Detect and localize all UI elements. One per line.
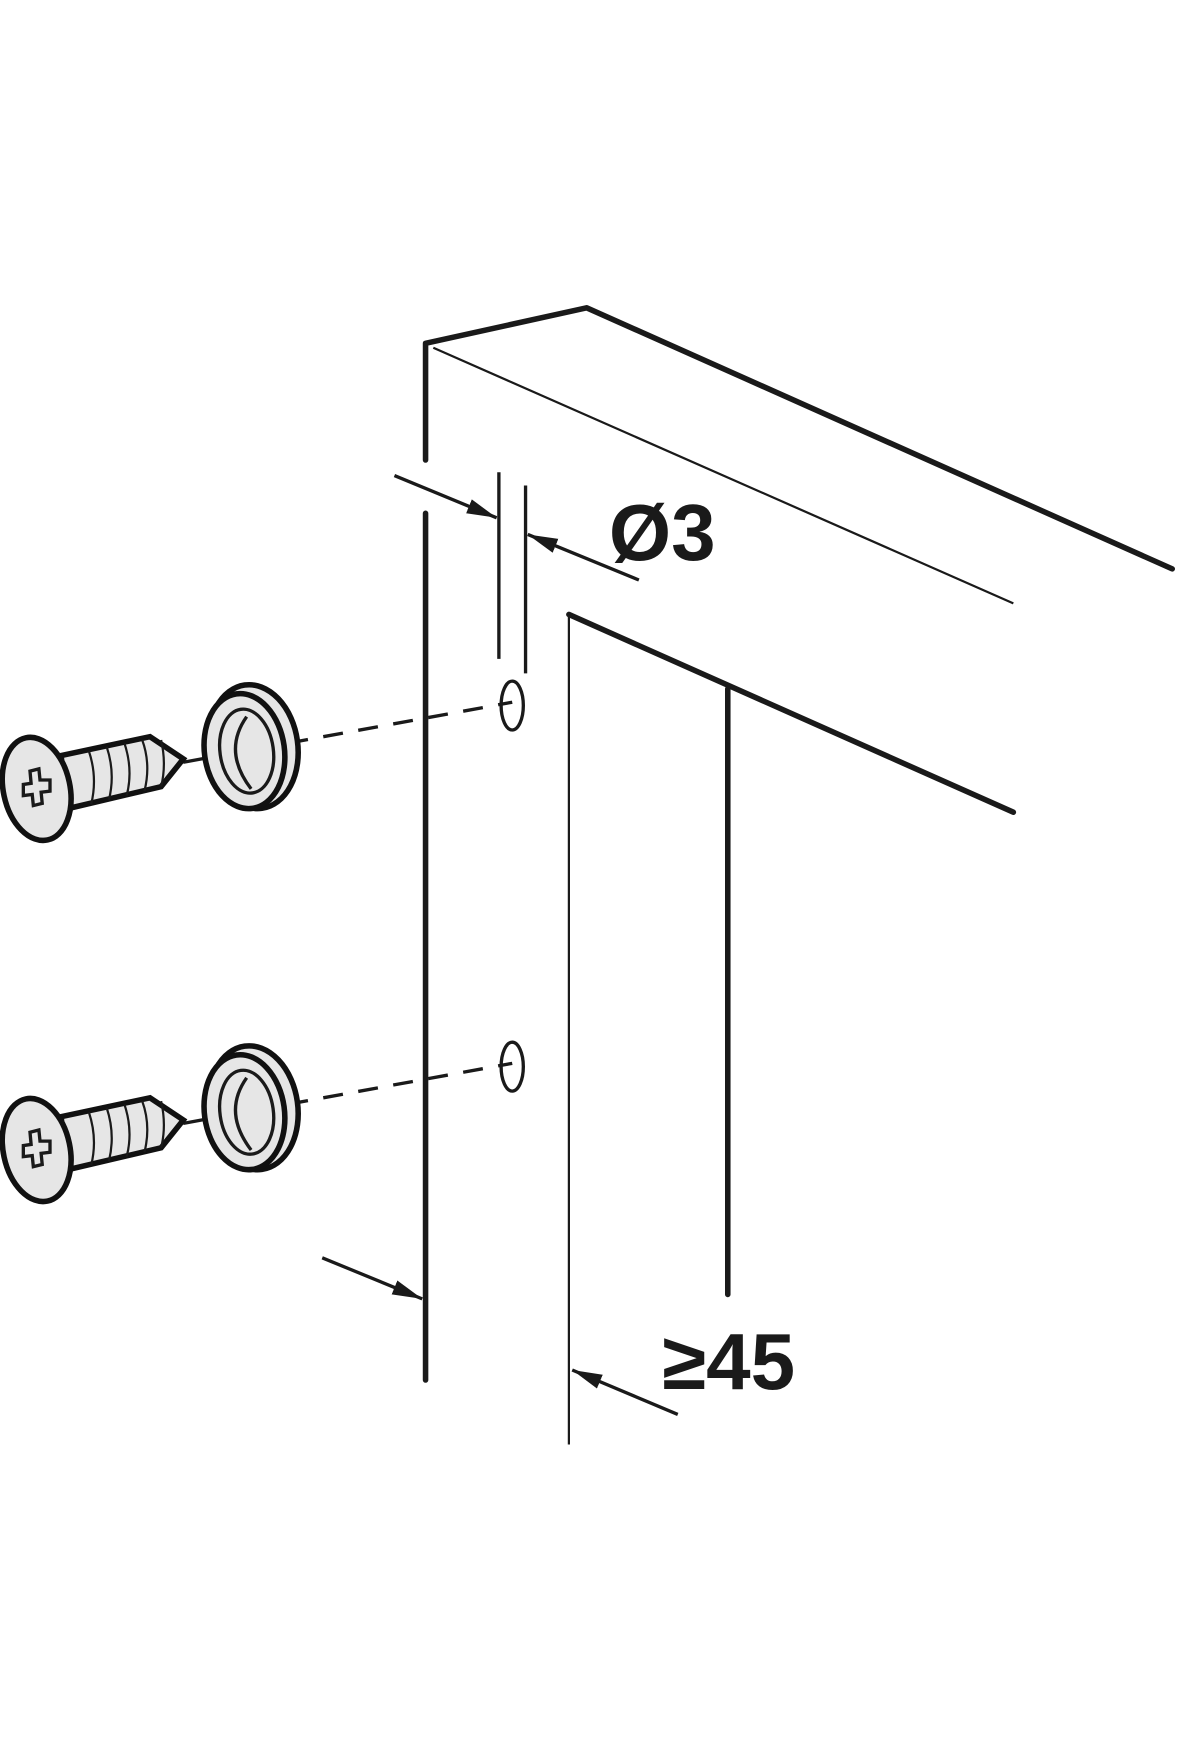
hole-diameter-label: Ø3 [609, 488, 716, 577]
screw-and-cap-set [0, 679, 526, 844]
frame-outline [422, 305, 1175, 1445]
min-width-dimension: ≥45 [571, 1317, 795, 1416]
hole-diameter-dimension: Ø3 [393, 472, 716, 674]
min-width-label: ≥45 [662, 1317, 795, 1406]
thickness-arrow [321, 1256, 423, 1301]
cover-cap-icon [201, 681, 301, 812]
screw-icon [0, 733, 188, 844]
screw-and-cap-set [0, 1040, 523, 1208]
pilot-hole [499, 679, 526, 732]
